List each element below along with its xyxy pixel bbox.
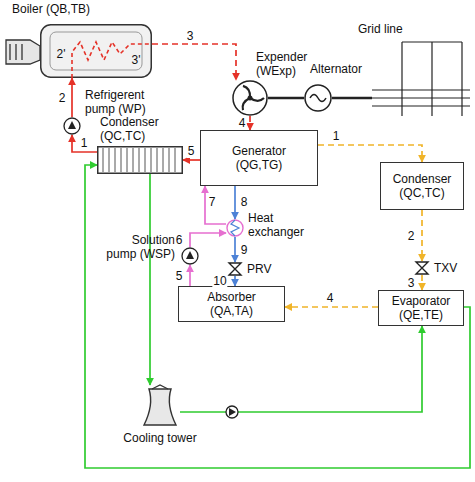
flow-line — [72, 135, 97, 152]
node-label: PRV — [247, 262, 271, 276]
state-point-number: 2 — [58, 91, 67, 105]
valve-symbol-drawing — [415, 261, 429, 275]
flow-line — [71, 78, 73, 117]
text-group: Condenser(QC,TC) — [393, 172, 452, 200]
condenser-box-drawing — [97, 146, 183, 174]
state-point-number: 1 — [80, 136, 89, 150]
expander-symbol: Expender (WExp) — [232, 80, 268, 116]
node-label: Expender (WExp) — [256, 50, 310, 78]
burner-symbol — [6, 40, 40, 64]
cooling-tower-symbol: Cooling tower — [140, 385, 180, 425]
heat-exchanger-symbol: Heat exchanger — [226, 219, 244, 237]
flow-line — [234, 276, 236, 286]
cooling-tower-symbol-drawing — [140, 385, 180, 425]
absorber-box: Absorber(QA,TA) — [178, 286, 285, 322]
state-point-number: 5 — [175, 269, 184, 283]
expander-symbol-drawing — [232, 80, 268, 116]
water-pump-symbol — [226, 406, 238, 418]
node-label: Generator — [232, 144, 286, 158]
node-label: Boiler (QB,TB) — [12, 2, 90, 16]
state-point-number: 7 — [208, 195, 217, 209]
state-point-number: 3' — [131, 53, 142, 67]
condenser-box: Condenser (QC,TC) — [97, 146, 183, 174]
state-point-number: 9 — [240, 243, 249, 257]
flow-line — [183, 159, 200, 161]
node-label: Alternator — [310, 62, 362, 76]
state-point-number: 3 — [186, 29, 195, 43]
valve-symbol: TXV — [415, 261, 429, 275]
node-label: Cooling tower — [110, 431, 210, 445]
pump-symbol-drawing — [63, 117, 81, 135]
flow-line — [268, 97, 304, 100]
generator-box: Generator(QG,TG) — [200, 130, 318, 186]
node-label: Solution pump (WSP) — [103, 233, 175, 261]
node-label: (QC,TC) — [399, 186, 444, 200]
node-label: TXV — [434, 261, 457, 275]
flow-line — [285, 306, 378, 308]
node-label: Condenser (QC,TC) — [100, 115, 172, 143]
pump-symbol-drawing — [181, 247, 199, 265]
flow-line — [234, 186, 236, 219]
flow-line — [149, 174, 151, 385]
alternator-symbol: Alternator — [304, 84, 332, 112]
state-point-number: 10 — [212, 274, 227, 288]
node-label: Condenser — [393, 172, 452, 186]
evaporator-box: Evaporator(QE,TE) — [378, 290, 464, 326]
node-label: Evaporator — [392, 294, 451, 308]
state-point-number: 2 — [407, 229, 416, 243]
text-group: Generator(QG,TG) — [232, 144, 286, 172]
heat-exchanger-symbol-drawing — [226, 219, 244, 237]
state-point-number: 4 — [238, 116, 247, 130]
flow-line — [249, 116, 251, 130]
node-label: Grid line — [358, 22, 403, 36]
pump-symbol: Refrigerent pump (WP) — [63, 117, 81, 135]
state-point-number: 8 — [240, 195, 249, 209]
flow-line — [332, 97, 372, 100]
node-label: (QA,TA) — [210, 304, 253, 318]
flow-line — [190, 233, 226, 247]
flow-line — [205, 186, 226, 224]
state-point-number: 5 — [187, 144, 196, 158]
flow-line — [318, 145, 422, 162]
state-point-number: 4 — [326, 291, 335, 305]
flow-line — [234, 237, 236, 262]
grid-line-symbol: Grid line — [372, 40, 470, 116]
flow-line — [152, 44, 236, 80]
flow-line — [85, 165, 470, 468]
alternator-symbol-drawing — [304, 84, 332, 112]
state-point-number: 6 — [175, 233, 184, 247]
node-label: (QG,TG) — [236, 158, 283, 172]
pump-symbol: Solution pump (WSP) — [181, 247, 199, 265]
valve-symbol-drawing — [228, 262, 242, 276]
flow-line — [421, 275, 423, 290]
flow-line — [421, 210, 423, 261]
condenser-box: Condenser(QC,TC) — [380, 162, 464, 210]
node-label: Heat exchanger — [248, 211, 310, 239]
flow-line — [189, 265, 191, 286]
text-group: Evaporator(QE,TE) — [392, 294, 451, 322]
state-point-number: 1 — [332, 129, 341, 143]
text-group: Absorber(QA,TA) — [207, 290, 256, 318]
grid-line-symbol-drawing — [372, 40, 470, 116]
node-label: (QE,TE) — [399, 308, 443, 322]
flow-line — [180, 326, 422, 412]
state-point-number: 2' — [56, 47, 67, 61]
node-label: Refrigerent pump (WP) — [85, 88, 161, 116]
state-point-number: 3 — [407, 276, 416, 290]
node-label: Absorber — [207, 290, 256, 304]
valve-symbol: PRV — [228, 262, 242, 276]
